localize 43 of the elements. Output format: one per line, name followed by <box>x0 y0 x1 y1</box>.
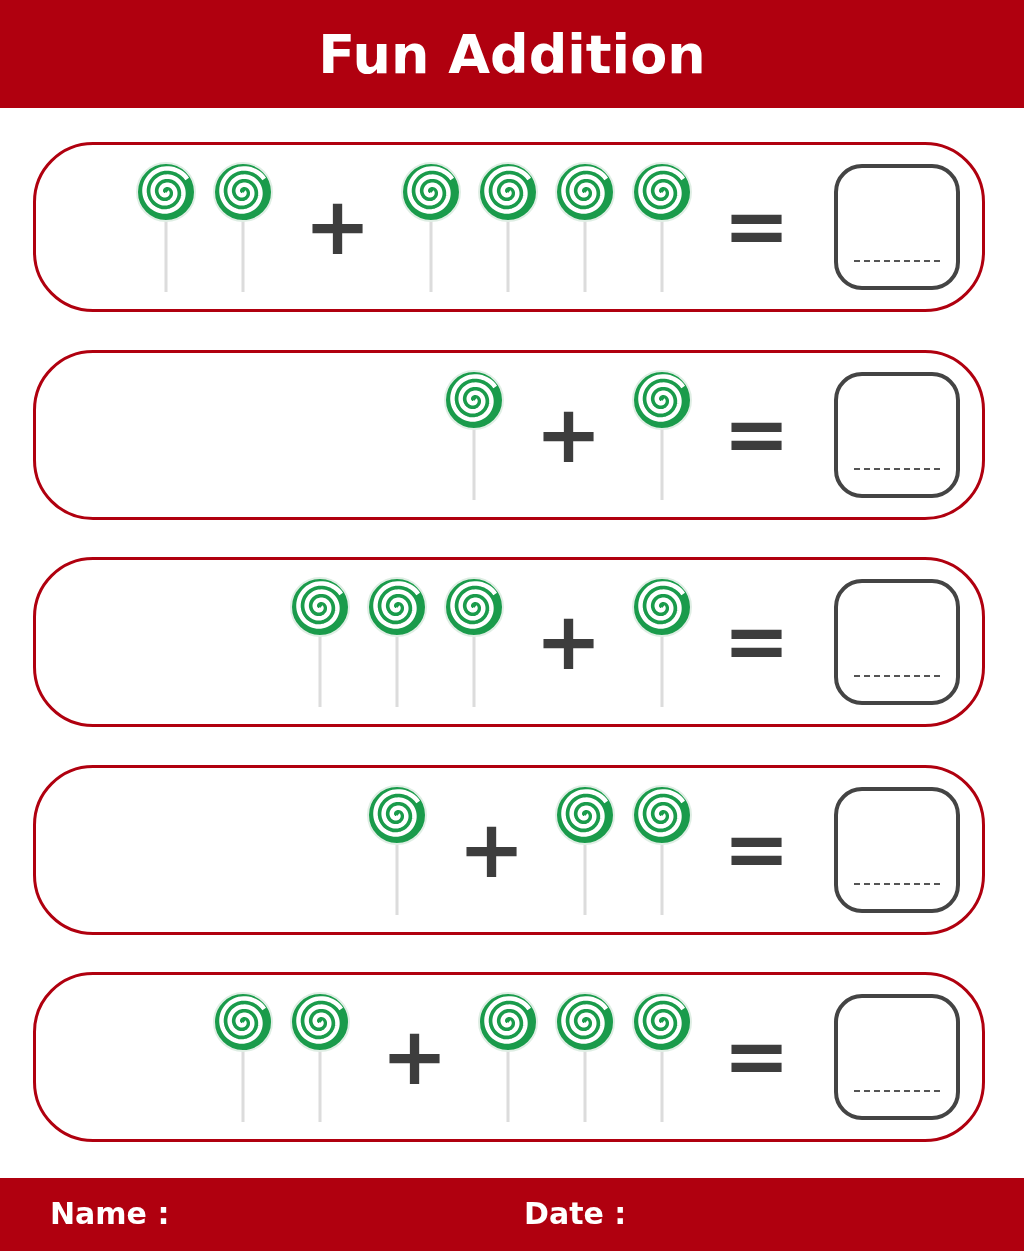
lollipop-icon <box>213 162 274 292</box>
lollipop-icon <box>632 577 693 707</box>
operator-sign: = <box>722 1017 790 1097</box>
lollipop-icon <box>555 785 616 915</box>
lollipop-icon <box>290 577 351 707</box>
operator-sign: = <box>722 187 790 267</box>
lollipop-icon <box>632 785 693 915</box>
answer-box <box>834 579 960 705</box>
lollipop-icon <box>401 162 462 292</box>
lollipop-icon <box>444 577 505 707</box>
lollipop-icon <box>367 577 428 707</box>
operator-sign: + <box>534 395 602 475</box>
problem-row-panel <box>33 972 985 1142</box>
lollipop-icon <box>478 992 539 1122</box>
lollipop-icon <box>632 162 693 292</box>
operator-sign: = <box>722 810 790 890</box>
field-label: Name : <box>50 1196 170 1231</box>
operator-sign: + <box>303 187 371 267</box>
lollipop-icon <box>367 785 428 915</box>
lollipop-icon <box>555 162 616 292</box>
problem-row-panel <box>33 142 985 312</box>
field-label: Date : <box>524 1196 627 1231</box>
title-text: Fun Addition <box>318 22 706 86</box>
answer-box <box>834 164 960 290</box>
lollipop-icon <box>555 992 616 1122</box>
lollipop-icon <box>444 370 505 500</box>
lollipop-icon <box>632 370 693 500</box>
problem-row-panel <box>33 765 985 935</box>
operator-sign: + <box>457 810 525 890</box>
operator-sign: = <box>722 395 790 475</box>
answer-box <box>834 787 960 913</box>
lollipop-icon <box>632 992 693 1122</box>
operator-sign: = <box>722 602 790 682</box>
answer-box <box>834 372 960 498</box>
lollipop-icon <box>136 162 197 292</box>
problem-row-panel <box>33 557 985 727</box>
problem-row-panel <box>33 350 985 520</box>
operator-sign: + <box>534 602 602 682</box>
lollipop-icon <box>478 162 539 292</box>
lollipop-icon <box>290 992 351 1122</box>
lollipop-icon <box>213 992 274 1122</box>
answer-box <box>834 994 960 1120</box>
operator-sign: + <box>380 1017 448 1097</box>
